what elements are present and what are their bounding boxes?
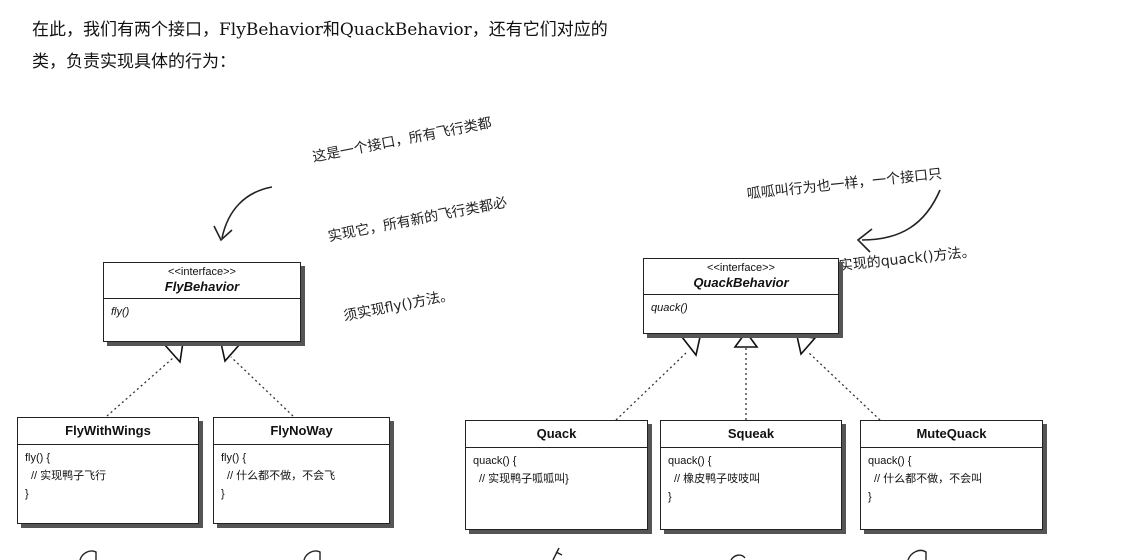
fly-behavior-name: FlyBehavior bbox=[164, 279, 240, 294]
fly-no-way-realization bbox=[230, 356, 294, 417]
fly-behavior-stereotype: <<interface>> bbox=[168, 266, 236, 278]
fly-behavior-interface: <<interface>> FlyBehavior fly() bbox=[103, 262, 301, 342]
fly-no-way-comment: // 什么都不做，不会飞 bbox=[227, 470, 336, 482]
fly-with-wings-name: FlyWithWings bbox=[18, 418, 198, 445]
mute-quack-realization bbox=[807, 351, 881, 421]
intro-line-1: 在此，我们有两个接口，FlyBehavior和QuackBehavior，还有它… bbox=[32, 20, 608, 40]
fly-method: fly() bbox=[111, 306, 130, 318]
intro-text: 在此，我们有两个接口，FlyBehavior和QuackBehavior，还有它… bbox=[32, 14, 792, 78]
squeak-triangle bbox=[733, 330, 759, 348]
fly-no-way-class: FlyNoWay fly() { // 什么都不做，不会飞 } bbox=[213, 417, 390, 524]
quack-behavior-header: <<interface>> QuackBehavior bbox=[644, 259, 838, 295]
bottom-mark-2 bbox=[303, 550, 321, 560]
fly-no-way-body: fly() { // 什么都不做，不会飞 } bbox=[214, 445, 389, 507]
mute-quack-triangle bbox=[795, 335, 817, 356]
fly-note-arrowhead bbox=[213, 225, 233, 242]
quack-method: quack() bbox=[651, 302, 688, 314]
fly-with-wings-line-1: fly() { bbox=[25, 452, 51, 464]
squeak-class-line-3: } bbox=[668, 491, 672, 503]
fly-no-way-name: FlyNoWay bbox=[214, 418, 389, 445]
quack-note-arrowhead bbox=[856, 228, 873, 253]
squeak-class-comment: // 橡皮鸭子吱吱叫 bbox=[674, 473, 761, 485]
quack-note-arrow bbox=[861, 189, 941, 241]
quack-triangle bbox=[680, 336, 701, 357]
fly-no-way-line-3: } bbox=[221, 488, 225, 500]
bottom-mark-5 bbox=[907, 549, 927, 560]
quack-class-body: quack() { // 实现鸭子呱呱叫} bbox=[466, 448, 647, 492]
fly-with-wings-body: fly() { // 实现鸭子飞行 } bbox=[18, 445, 198, 507]
squeak-class-line-1: quack() { bbox=[668, 455, 712, 467]
squeak-class: Squeak quack() { // 橡皮鸭子吱吱叫 } bbox=[660, 420, 842, 530]
quack-class-line-1: quack() { bbox=[473, 455, 517, 467]
bottom-mark-4 bbox=[730, 554, 746, 560]
fly-behavior-header: <<interface>> FlyBehavior bbox=[104, 263, 300, 299]
mute-quack-class-name: MuteQuack bbox=[861, 421, 1042, 448]
quack-behavior-stereotype: <<interface>> bbox=[707, 262, 775, 274]
fly-with-wings-realization bbox=[106, 357, 174, 417]
quack-class-name: Quack bbox=[466, 421, 647, 448]
squeak-class-name: Squeak bbox=[661, 421, 841, 448]
quack-class-comment: // 实现鸭子呱呱叫} bbox=[479, 473, 569, 485]
quack-behavior-interface: <<interface>> QuackBehavior quack() bbox=[643, 258, 839, 334]
fly-with-wings-class: FlyWithWings fly() { // 实现鸭子飞行 } bbox=[17, 417, 199, 524]
mute-quack-class-comment: // 什么都不做，不会叫 bbox=[874, 473, 983, 485]
fly-no-way-triangle bbox=[219, 342, 242, 363]
quack-behavior-methods: quack() bbox=[644, 295, 838, 321]
quack-behavior-name: QuackBehavior bbox=[693, 275, 789, 290]
fly-with-wings-triangle bbox=[162, 341, 184, 364]
quack-realization bbox=[615, 352, 687, 421]
squeak-class-body: quack() { // 橡皮鸭子吱吱叫 } bbox=[661, 448, 841, 510]
fly-note-arrow bbox=[221, 186, 273, 239]
quack-class: Quack quack() { // 实现鸭子呱呱叫} bbox=[465, 420, 648, 530]
mute-quack-class-line-3: } bbox=[868, 491, 872, 503]
fly-behavior-methods: fly() bbox=[104, 299, 300, 325]
bottom-mark-3 bbox=[552, 547, 563, 560]
fly-with-wings-comment: // 实现鸭子飞行 bbox=[31, 470, 107, 482]
fly-no-way-line-1: fly() { bbox=[221, 452, 247, 464]
fly-with-wings-line-3: } bbox=[25, 488, 29, 500]
bottom-mark-1 bbox=[79, 550, 97, 560]
mute-quack-class-body: quack() { // 什么都不做，不会叫 } bbox=[861, 448, 1042, 510]
mute-quack-class: MuteQuack quack() { // 什么都不做，不会叫 } bbox=[860, 420, 1043, 530]
mute-quack-class-line-1: quack() { bbox=[868, 455, 912, 467]
intro-line-2: 类，负责实现具体的行为： bbox=[32, 52, 236, 72]
